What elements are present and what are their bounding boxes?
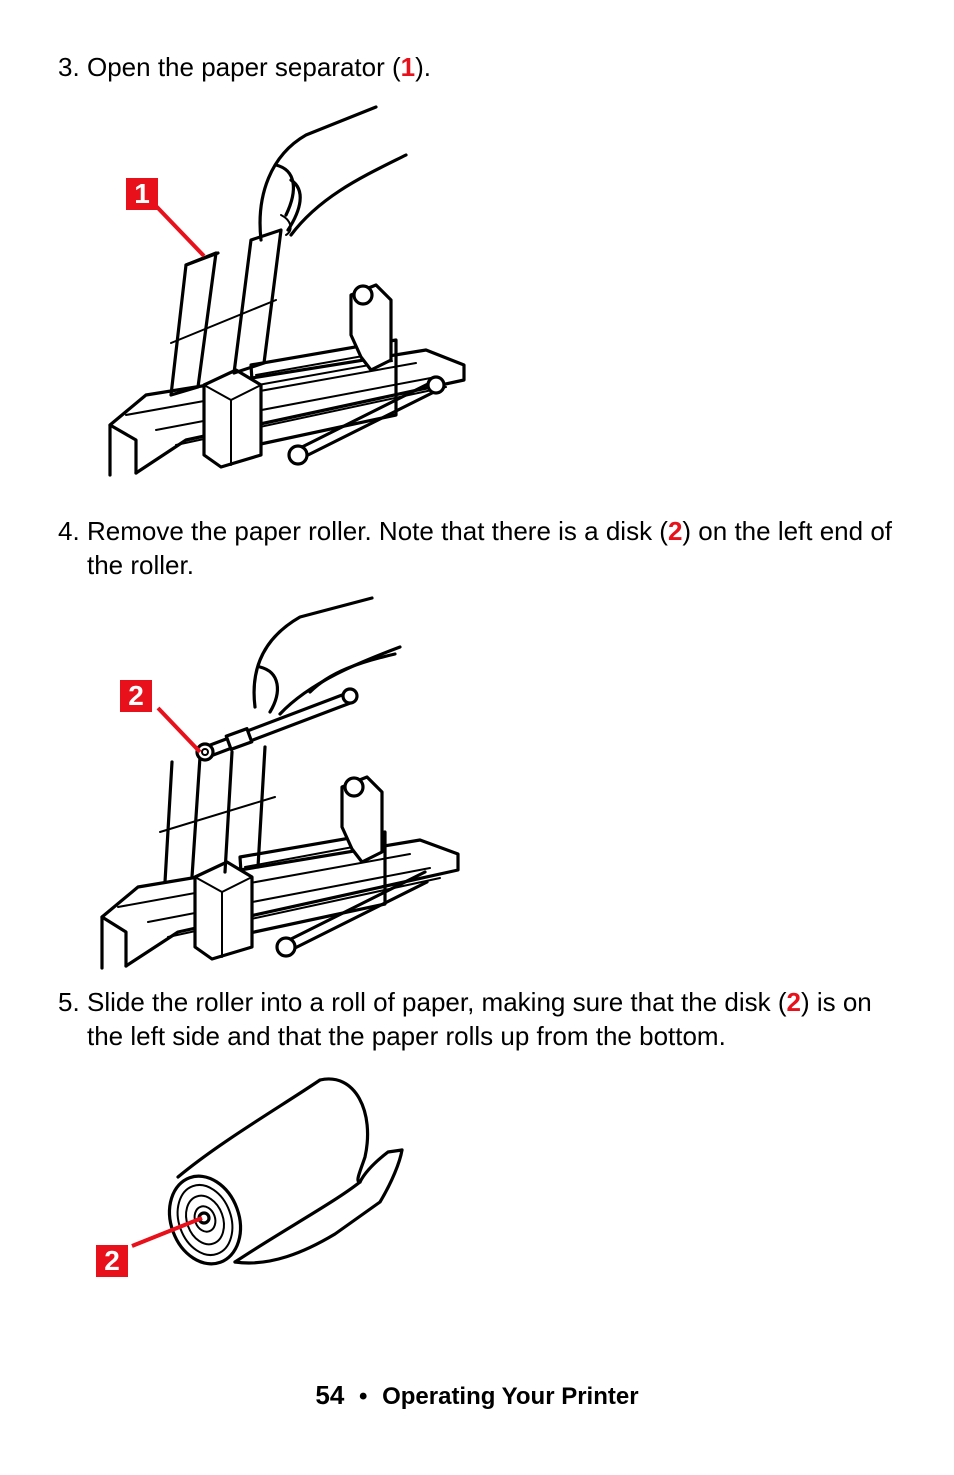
printer-roller-illustration [100, 596, 460, 970]
footer-separator: • [359, 1383, 368, 1410]
step-number: 3. [58, 52, 80, 82]
callout-reference: 2 [786, 987, 801, 1017]
printer-separator-illustration [108, 105, 466, 477]
step-number: 5. [58, 987, 80, 1017]
callout-badge-2: 2 [120, 680, 152, 712]
callout-reference: 1 [400, 52, 416, 82]
step-text: Slide the roller into a roll of paper, m… [87, 987, 872, 1051]
step-4: 4. Remove the paper roller. Note that th… [58, 514, 908, 582]
figure-paper-roll [160, 1072, 405, 1272]
callout-badge-2: 2 [96, 1245, 128, 1277]
paper-roll-illustration [167, 1077, 404, 1266]
step-number: 4. [58, 516, 80, 546]
callout-badge-1: 1 [126, 178, 158, 210]
figure-remove-paper-roller [60, 592, 460, 970]
callout-leader-line [131, 1216, 203, 1248]
footer-section-title: Operating Your Printer [382, 1383, 639, 1410]
page-footer: 54 • Operating Your Printer [0, 1380, 954, 1411]
callout-leader-line [154, 204, 206, 258]
page-number: 54 [315, 1380, 345, 1410]
step-5: 5. Slide the roller into a roll of paper… [58, 985, 908, 1053]
step-text: Open the paper separator (1). [87, 52, 431, 82]
callout-reference: 2 [667, 516, 683, 546]
callout-leader-line [156, 706, 202, 754]
step-3: 3. Open the paper separator (1). [58, 50, 908, 84]
figure-open-paper-separator [66, 95, 466, 477]
step-text: Remove the paper roller. Note that there… [87, 516, 893, 580]
